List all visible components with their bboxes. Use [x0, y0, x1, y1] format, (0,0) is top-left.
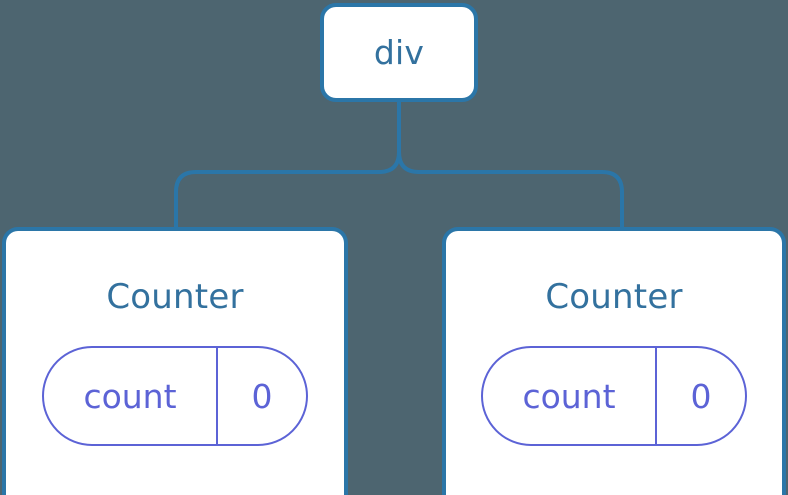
state-key-0: count [44, 348, 218, 444]
state-capsule-0[interactable]: count 0 [42, 346, 308, 446]
state-capsule-1[interactable]: count 0 [481, 346, 747, 446]
node-counter-1-label: Counter [545, 277, 683, 317]
connector-root-to-child-1 [397, 101, 624, 229]
state-value-1: 0 [690, 376, 712, 416]
node-counter-0-label: Counter [106, 277, 244, 317]
node-div[interactable]: div [320, 3, 478, 102]
state-key-1: count [483, 348, 657, 444]
connector-root-to-child-0 [174, 101, 401, 229]
node-counter-1[interactable]: Counter count 0 [442, 227, 786, 495]
state-value-0: 0 [251, 376, 273, 416]
node-counter-0[interactable]: Counter count 0 [2, 227, 348, 495]
node-div-label: div [373, 33, 425, 72]
